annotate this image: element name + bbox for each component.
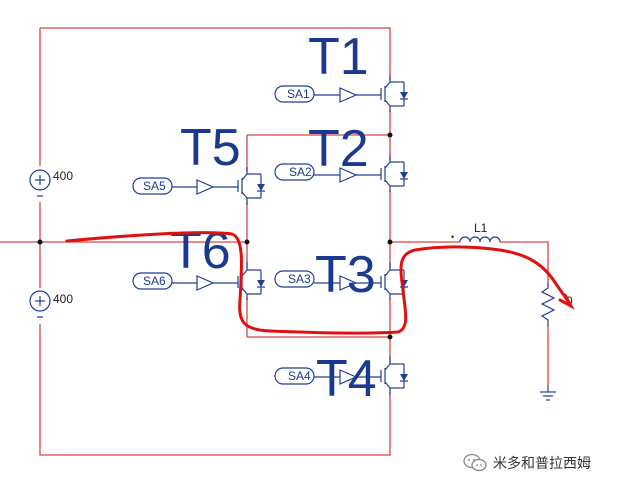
dc-source-upper: 400: [29, 166, 73, 202]
current-path-arrowhead: [558, 293, 575, 310]
dc-source-lower: 400: [29, 288, 73, 324]
source-value-upper: 400: [53, 169, 73, 183]
svg-text:•: •: [451, 232, 454, 242]
transistor-label-t6: T6: [170, 222, 231, 280]
transistor-t4: SA4 T4: [274, 350, 412, 408]
gate-signal-sa1: SA1: [287, 87, 310, 101]
transistor-label-t5: T5: [180, 119, 241, 177]
gate-signal-sa6: SA6: [143, 274, 166, 288]
watermark-text: 米多和普拉西姆: [493, 456, 591, 472]
transistor-label-t3: T3: [315, 246, 376, 304]
source-value-lower: 400: [53, 292, 73, 306]
gate-signal-sa3: SA3: [288, 272, 311, 286]
transistor-t2: SA2 T2: [274, 120, 412, 192]
gate-signal-sa4: SA4: [288, 369, 311, 383]
wechat-icon: [463, 453, 487, 473]
junction-dots: [37, 132, 393, 340]
transistor-t5: SA5 T5: [132, 119, 269, 205]
transistor-label-t2: T2: [308, 120, 369, 178]
transistor-label-t1: T1: [308, 28, 369, 86]
inductor-label: L1: [474, 221, 488, 235]
transistor-t3: SA3 T3: [274, 246, 412, 304]
current-path-annotation: [65, 231, 572, 335]
watermark: 米多和普拉西姆: [463, 453, 591, 473]
transistor-t1: SA1 T1: [274, 28, 412, 112]
gate-signal-sa5: SA5: [143, 179, 166, 193]
inductor-l1: • L1: [451, 221, 501, 246]
gate-signal-sa2: SA2: [289, 165, 312, 179]
transistor-label-t4: T4: [316, 350, 377, 408]
ground-symbol: [540, 385, 556, 401]
